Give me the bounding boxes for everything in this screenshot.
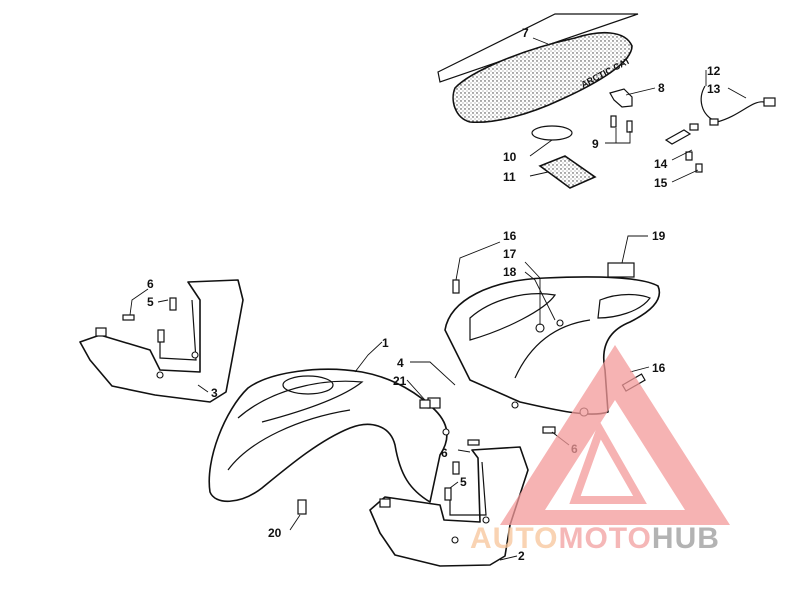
rear-fender-pushpin	[452, 279, 460, 294]
callout-6-center: 6	[441, 446, 448, 460]
seat-base-outline	[437, 13, 639, 83]
watermark-triangle-inner	[569, 420, 647, 504]
callout-2: 2	[518, 549, 525, 563]
callout-10: 10	[503, 150, 517, 164]
callout-13: 13	[707, 82, 721, 96]
callout-1: 1	[382, 336, 389, 350]
callout-12: 12	[707, 64, 721, 78]
callout-4: 4	[397, 356, 404, 370]
rear-fender	[444, 262, 661, 417]
right-footwell	[369, 439, 529, 567]
callout-5-left: 5	[147, 295, 154, 309]
callout-21: 21	[393, 374, 407, 388]
callout-7: 7	[522, 26, 529, 40]
callout-8: 8	[658, 81, 665, 95]
seat-pad	[538, 155, 597, 189]
left-footwell	[79, 279, 244, 403]
watermark-hub: HUB	[652, 522, 720, 555]
callout-15: 15	[654, 176, 668, 190]
seat-latch-bracket	[609, 88, 633, 108]
left-footwell-screws	[122, 297, 177, 343]
callout-9: 9	[592, 137, 599, 151]
seat-latch-hardware	[664, 123, 703, 173]
callout-11: 11	[503, 170, 516, 184]
watermark-triangle-logo	[500, 345, 730, 525]
callout-14: 14	[654, 157, 668, 171]
watermark-moto: MOTO	[558, 522, 651, 555]
callout-16-top: 16	[503, 229, 517, 243]
right-footwell-screws	[444, 439, 480, 501]
callout-20: 20	[268, 526, 282, 540]
callout-19: 19	[652, 229, 666, 243]
front-fender	[208, 368, 450, 503]
callout-18: 18	[503, 265, 517, 279]
callout-numbers: 7 8 9 10 11 12 13 14 15 16 17 18 19 1 4 …	[147, 26, 721, 563]
seat-assembly: ARCTIC CAT	[437, 13, 776, 189]
callout-5-center: 5	[460, 475, 467, 489]
watermark-auto: AUTO	[470, 522, 558, 555]
callout-3: 3	[211, 386, 218, 400]
watermark-text: AUTOMOTOHUB	[470, 522, 720, 555]
seat-latch-cable	[700, 85, 776, 126]
callout-17: 17	[503, 247, 517, 261]
seat-oring	[531, 125, 573, 141]
seat-bolts	[610, 115, 633, 133]
watermark: AUTOMOTOHUB	[470, 345, 730, 555]
callout-6-left: 6	[147, 277, 154, 291]
callout-16-right: 16	[652, 361, 666, 375]
seat-cushion	[452, 31, 633, 124]
